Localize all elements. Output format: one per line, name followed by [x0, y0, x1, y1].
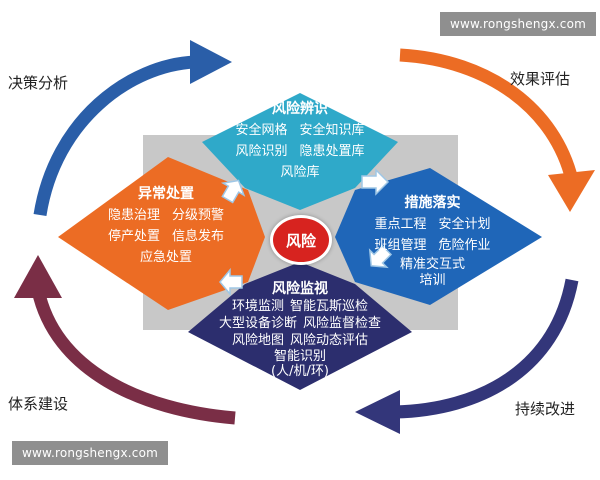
quad-item: 风险地图 [231, 333, 284, 348]
label-decision-analysis: 决策分析 [8, 74, 69, 92]
quad-shape-top [202, 93, 398, 210]
arrow-head-top-left [190, 40, 232, 84]
quad-line: 班组管理危险作业 [345, 235, 520, 256]
quad-line: 隐患治理分级预警 [76, 205, 256, 226]
label-continuous-improvement: 持续改进 [515, 400, 576, 418]
quad-item: 智能瓦斯巡检 [290, 299, 369, 314]
quad-line: 大型设备诊断风险监督检查 [190, 315, 410, 332]
flow-arrow-left-top [220, 179, 246, 204]
quad-item: 停产处置 [107, 229, 160, 244]
quad-item: 风险动态评估 [290, 333, 369, 348]
quad-item: 风险监督检查 [303, 316, 382, 331]
quad-item: 危险作业 [438, 238, 491, 253]
quad-line: 重点工程安全计划 [345, 214, 520, 235]
arrow-head-bottom-left [14, 255, 62, 298]
quad-line: 应急处置 [76, 247, 256, 268]
quad-item: 隐患治理 [107, 208, 160, 223]
arrow-decision-analysis [33, 55, 196, 217]
quad-item: 信息发布 [172, 229, 225, 244]
flow-arrow-bottom-left [219, 267, 243, 297]
quad-shape-bottom [188, 262, 412, 390]
flow-arrow-right-bottom [368, 244, 393, 269]
quad-line: 风险库 [205, 162, 395, 183]
quad-shape-right [335, 168, 542, 305]
arrow-system-building [31, 288, 236, 425]
quad-item: 隐患处置库 [299, 144, 365, 159]
center-risk-badge: 风险 [270, 215, 332, 265]
quadrant-title-top: 风险辨识 [272, 101, 328, 117]
quad-item: 班组管理 [374, 238, 427, 253]
watermark-bottom-left: www.rongshengx.com [12, 441, 168, 465]
quadrant-title-left: 异常处置 [138, 186, 194, 202]
quadrant-risk-monitoring: 风险监视 环境监测智能瓦斯巡检 大型设备诊断风险监督检查 风险地图风险动态评估 … [190, 278, 410, 379]
quad-line: 培训 [345, 273, 520, 288]
watermark-top-right: www.rongshengx.com [440, 12, 596, 36]
label-system-building: 体系建设 [8, 395, 69, 413]
arrow-continuous-improvement [394, 278, 579, 419]
quad-shape-left [58, 157, 265, 310]
quad-line: (人/机/环) [190, 365, 410, 379]
arrow-head-bottom-right [355, 390, 400, 434]
quadrant-risk-identification: 风险辨识 安全网格安全知识库 风险识别隐患处置库 风险库 [205, 98, 395, 183]
quad-item: 应急处置 [139, 250, 192, 265]
arrow-effect-evaluation [399, 48, 579, 182]
quad-item: 智能识别 [273, 349, 326, 364]
quadrant-exception-handling: 异常处置 隐患治理分级预警 停产处置信息发布 应急处置 [76, 183, 256, 268]
quad-item: 安全知识库 [299, 123, 365, 138]
quad-line: 智能识别 [190, 349, 410, 365]
quad-line: 风险地图风险动态评估 [190, 332, 410, 349]
quad-item: 风险识别 [235, 144, 288, 159]
quad-item: 分级预警 [172, 208, 225, 223]
quad-item: 风险库 [280, 165, 320, 180]
arrow-head-top-right [548, 170, 595, 212]
quad-item: 环境监测 [231, 299, 284, 314]
quad-item: 安全网格 [235, 123, 288, 138]
quad-line: 精准交互式 [345, 256, 520, 273]
quad-item: 安全计划 [438, 217, 491, 232]
quad-item: 培训 [419, 273, 446, 288]
quad-item: 大型设备诊断 [218, 316, 297, 331]
quad-item: 精准交互式 [399, 257, 465, 272]
quad-line: 风险识别隐患处置库 [205, 141, 395, 162]
quad-item: (人/机/环) [271, 364, 329, 379]
quadrant-title-right: 措施落实 [404, 195, 461, 211]
label-effect-evaluation: 效果评估 [510, 70, 571, 88]
quad-line: 停产处置信息发布 [76, 226, 256, 247]
quad-item: 重点工程 [374, 217, 427, 232]
quad-line: 安全网格安全知识库 [205, 120, 395, 141]
quadrant-title-bottom: 风险监视 [272, 281, 328, 297]
quadrant-measure-implementation: 措施落实 重点工程安全计划 班组管理危险作业 精准交互式 培训 [345, 192, 520, 288]
flow-arrow-top-right [361, 168, 390, 196]
quad-line: 环境监测智能瓦斯巡检 [190, 298, 410, 315]
